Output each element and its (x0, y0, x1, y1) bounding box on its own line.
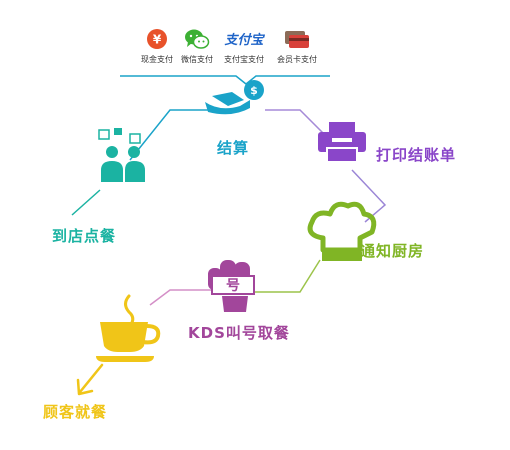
step-checkout-label: 结算 (217, 139, 250, 157)
connector-kitchen-kds (255, 259, 321, 293)
payment-cash: ¥ 现金支付 (126, 28, 188, 65)
connector-kds-dine (149, 289, 212, 306)
arrow-to-dine (78, 363, 104, 394)
people-chat-icon (98, 128, 145, 182)
payment-alipay: 支付宝 支付宝支付 (213, 28, 275, 65)
payment-member-card: 会员卡支付 (266, 28, 328, 65)
payment-label: 现金支付 (141, 55, 173, 64)
alipay-logo: 支付宝 (224, 32, 265, 48)
payment-wechat: 微信支付 (166, 28, 228, 65)
payment-label: 支付宝支付 (224, 55, 264, 64)
wechat-icon (185, 29, 210, 49)
member-card-icon (285, 31, 309, 48)
number-sign-hand-icon: 号 (208, 260, 255, 312)
step-dine-label: 顾客就餐 (43, 403, 108, 421)
svg-text:$: $ (250, 84, 258, 97)
number-sign-text: 号 (226, 278, 240, 294)
arrow-head-dine (76, 378, 94, 396)
payment-underline (120, 75, 330, 85)
coffee-cup-icon (96, 294, 161, 362)
step-kitchen-label: 通知厨房 (360, 242, 425, 260)
yen-coin-icon: ¥ (147, 29, 167, 49)
connector-order-down (71, 189, 101, 216)
hand-coin-icon: $ (205, 80, 264, 115)
step-print-label: 打印结账单 (376, 146, 457, 164)
step-kds-label: KDS叫号取餐 (188, 324, 290, 342)
svg-text:¥: ¥ (153, 33, 162, 47)
step-order-label: 到店点餐 (52, 227, 117, 245)
alipay-logo-text: 支付宝 (224, 32, 265, 48)
connector-checkout-print (265, 109, 326, 136)
payment-label: 微信支付 (181, 55, 213, 64)
chef-hat-icon (307, 201, 377, 261)
payment-label: 会员卡支付 (277, 55, 317, 64)
connector-checkout-order (129, 109, 210, 161)
printer-icon (318, 122, 366, 163)
